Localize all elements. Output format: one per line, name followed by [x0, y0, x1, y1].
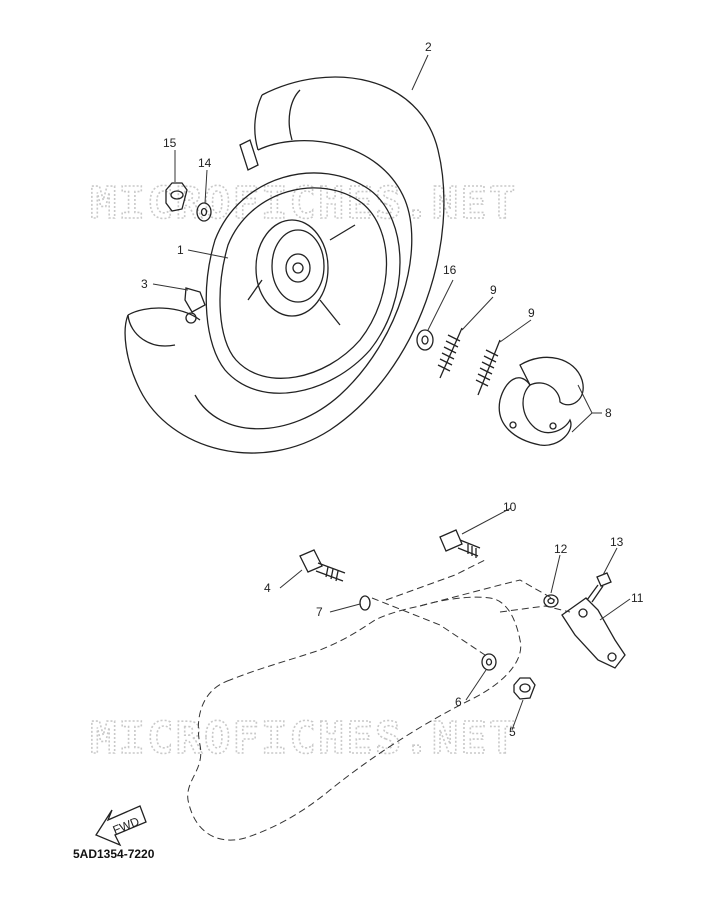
brake-shoes [498, 356, 584, 446]
spring-9b [475, 339, 501, 396]
bolt-10 [439, 529, 481, 558]
washer-14 [196, 202, 212, 222]
callout-9a: 9 [490, 283, 497, 297]
callout-1: 1 [177, 243, 184, 257]
watermark-bottom: MICROFICHES.NET [90, 713, 517, 764]
oring-7 [359, 595, 371, 611]
tire [124, 76, 445, 454]
diagram-code: 5AD1354-7220 [73, 847, 155, 861]
callout-4: 4 [264, 581, 271, 595]
washer-6 [481, 653, 497, 671]
bolt-13 [586, 572, 612, 603]
callout-14: 14 [198, 156, 212, 170]
crankcase-outline [187, 559, 571, 841]
callout-8: 8 [605, 406, 612, 420]
callout-12: 12 [554, 542, 568, 556]
bolt-4 [299, 549, 346, 582]
callout-6: 6 [455, 695, 462, 709]
nut-15 [165, 182, 188, 212]
bracket-11 [561, 597, 626, 669]
callout-7: 7 [316, 605, 323, 619]
spring-9a [437, 327, 463, 379]
leader-lines [152, 54, 631, 731]
callout-3: 3 [141, 277, 148, 291]
hub [247, 219, 356, 326]
washer-16 [416, 329, 434, 351]
fwd-arrow: FWD [95, 805, 147, 847]
callout-13: 13 [610, 535, 624, 549]
callout-5: 5 [509, 725, 516, 739]
rim [205, 172, 401, 394]
circlip-12 [543, 594, 559, 608]
callout-11: 11 [631, 591, 644, 605]
valve [184, 287, 206, 324]
callout-15: 15 [163, 136, 177, 150]
watermark-top: MICROFICHES.NET [90, 178, 517, 229]
callouts: 2 1 3 15 14 16 9 9 8 10 4 7 12 13 11 6 5 [141, 40, 644, 739]
callout-9b: 9 [528, 306, 535, 320]
callout-16: 16 [443, 263, 457, 277]
callout-2: 2 [425, 40, 432, 54]
fwd-label: FWD [111, 814, 142, 837]
nut-5 [513, 677, 536, 700]
callout-10: 10 [503, 500, 517, 514]
